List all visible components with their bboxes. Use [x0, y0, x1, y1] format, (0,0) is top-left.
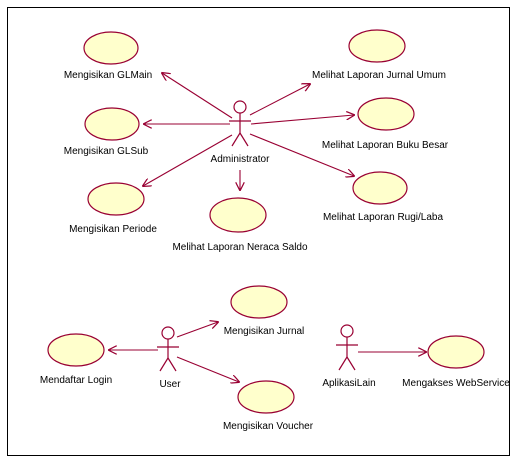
label-mengisikan-glsub: Mengisikan GLSub	[64, 146, 149, 157]
use-case-mengisikan-periode[interactable]	[87, 182, 145, 216]
use-case-melihat-laporan-jurnal-umum[interactable]	[348, 29, 406, 63]
assoc-admin-jurnal-umum	[249, 84, 310, 116]
use-case-mendaftar-login[interactable]	[47, 333, 105, 367]
label-mengisikan-periode: Mengisikan Periode	[69, 224, 157, 235]
actor-label-user: User	[159, 379, 181, 390]
label-mengakses-webservice: Mengakses WebService	[402, 378, 510, 389]
label-mengisikan-voucher: Mengisikan Voucher	[223, 421, 314, 432]
actor-label-administrator: Administrator	[211, 154, 271, 165]
assoc-admin-periode	[143, 134, 233, 186]
actor-user[interactable]	[157, 326, 179, 372]
label-mengisikan-jurnal: Mengisikan Jurnal	[224, 326, 305, 337]
use-case-melihat-laporan-rugi-laba[interactable]	[352, 171, 408, 205]
use-case-mengisikan-glsub[interactable]	[84, 107, 140, 141]
label-mendaftar-login: Mendaftar Login	[40, 375, 112, 386]
label-melihat-laporan-neraca-saldo: Melihat Laporan Neraca Saldo	[172, 242, 308, 253]
use-case-mengisikan-glmain[interactable]	[83, 31, 139, 65]
actor-aplikasi-lain[interactable]	[336, 324, 358, 371]
assoc-admin-buku-besar	[250, 115, 354, 125]
label-melihat-laporan-jurnal-umum: Melihat Laporan Jurnal Umum	[312, 70, 446, 81]
use-case-melihat-laporan-buku-besar[interactable]	[357, 97, 415, 131]
label-melihat-laporan-rugi-laba: Melihat Laporan Rugi/Laba	[323, 212, 444, 223]
assoc-user-voucher	[176, 356, 239, 382]
use-case-mengakses-webservice[interactable]	[427, 335, 485, 369]
actor-administrator[interactable]	[229, 100, 251, 147]
use-case-mengisikan-jurnal[interactable]	[230, 285, 288, 319]
use-case-mengisikan-voucher[interactable]	[237, 380, 295, 414]
diagram-border	[7, 7, 510, 456]
use-case-melihat-laporan-neraca-saldo[interactable]	[209, 197, 267, 233]
actor-label-aplikasi-lain: AplikasiLain	[322, 378, 375, 389]
assoc-admin-rugi-laba	[249, 133, 354, 176]
assoc-user-jurnal	[176, 322, 218, 338]
assoc-admin-glmain	[162, 73, 233, 119]
label-melihat-laporan-buku-besar: Melihat Laporan Buku Besar	[322, 140, 449, 151]
label-mengisikan-glmain: Mengisikan GLMain	[64, 70, 152, 81]
